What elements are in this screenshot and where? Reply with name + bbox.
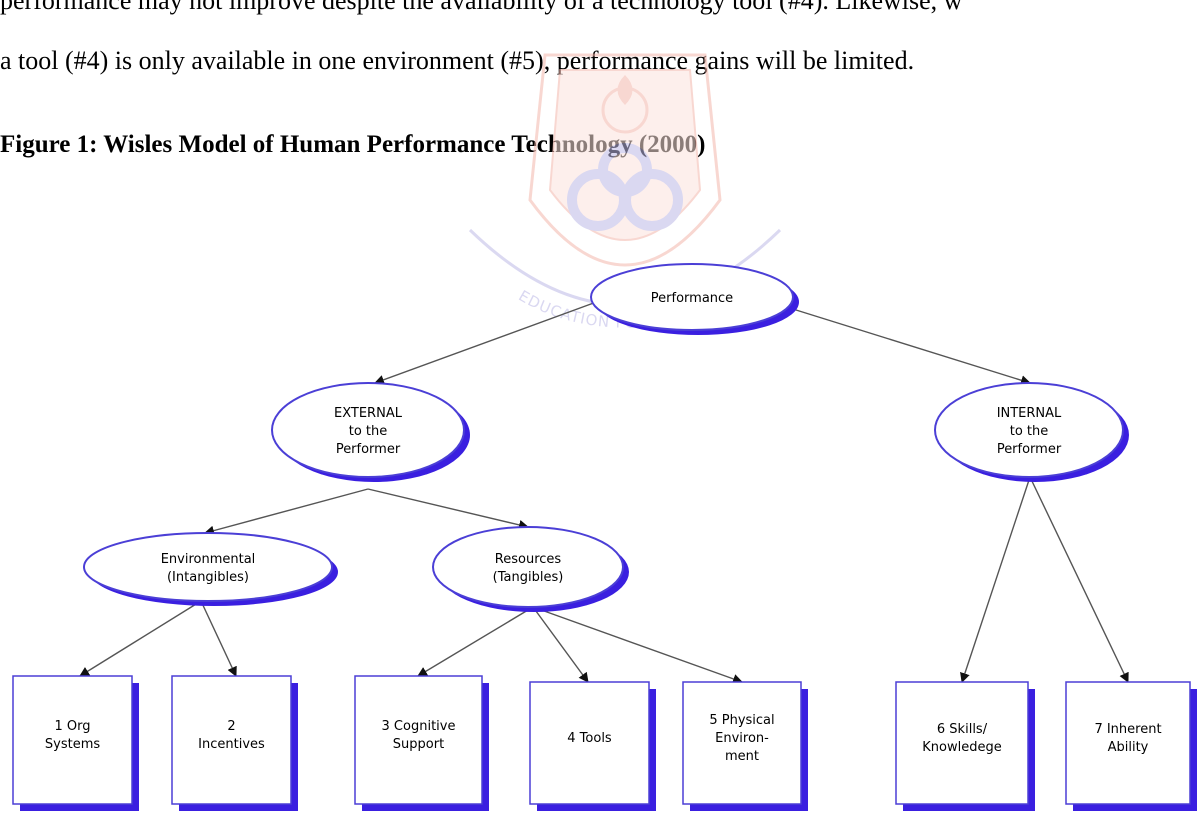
node-label-cognitive-0: 3 Cognitive — [382, 719, 456, 734]
node-label-physical-1: Environ- — [715, 731, 769, 746]
node-label-internal-1: to the — [1010, 424, 1049, 439]
edge-external-to-resources — [367, 488, 529, 530]
node-label-ability-0: 7 Inherent — [1094, 722, 1161, 737]
edge-resources-to-cognitive — [417, 606, 534, 677]
node-label-physical-0: 5 Physical — [709, 713, 774, 728]
edge-internal-to-skills — [960, 476, 1031, 683]
edge-performance-to-internal — [779, 304, 1031, 386]
body-text-line-1: performance may not improve despite the … — [0, 0, 963, 15]
edge-environmental-to-incentives — [200, 600, 237, 677]
node-label-cognitive-1: Support — [393, 737, 444, 752]
node-label-external-2: Performer — [336, 442, 401, 457]
node-label-performance-0: Performance — [651, 291, 733, 306]
edge-resources-to-physical — [532, 606, 743, 684]
node-label-incentives-0: 2 — [227, 719, 235, 734]
node-label-internal-0: INTERNAL — [997, 406, 1062, 421]
node-label-environmental-0: Environmental — [161, 552, 256, 567]
node-skills: 6 Skills/Knowledege — [895, 681, 1035, 811]
node-label-resources-1: (Tangibles) — [493, 570, 564, 585]
node-label-skills-0: 6 Skills/ — [937, 722, 988, 737]
edge-resources-to-tools — [532, 606, 589, 683]
node-label-internal-2: Performer — [997, 442, 1062, 457]
node-label-org-0: 1 Org — [54, 719, 90, 734]
node-performance: Performance — [590, 263, 799, 335]
node-label-resources-0: Resources — [495, 552, 562, 567]
edge-external-to-environmental — [204, 488, 369, 536]
node-environmental: Environmental (Intangibles) — [83, 532, 338, 606]
node-label-org-1: Systems — [45, 737, 100, 752]
edge-performance-to-external — [374, 296, 611, 385]
node-label-environmental-1: (Intangibles) — [167, 570, 249, 585]
node-label-incentives-1: Incentives — [198, 737, 265, 752]
node-label-tools-0: 4 Tools — [567, 731, 612, 746]
node-label-external-0: EXTERNAL — [334, 406, 403, 421]
node-label-ability-1: Ability — [1108, 740, 1149, 755]
node-label-external-1: to the — [349, 424, 388, 439]
edge-environmental-to-org — [79, 600, 202, 677]
node-tools: 4 Tools — [529, 681, 656, 811]
node-resources: Resources (Tangibles) — [432, 526, 629, 612]
edge-internal-to-ability — [1029, 476, 1129, 683]
node-label-skills-1: Knowledege — [922, 740, 1001, 755]
body-text-line-2: a tool (#4) is only available in one env… — [0, 46, 915, 75]
node-label-physical-2: ment — [725, 749, 759, 764]
